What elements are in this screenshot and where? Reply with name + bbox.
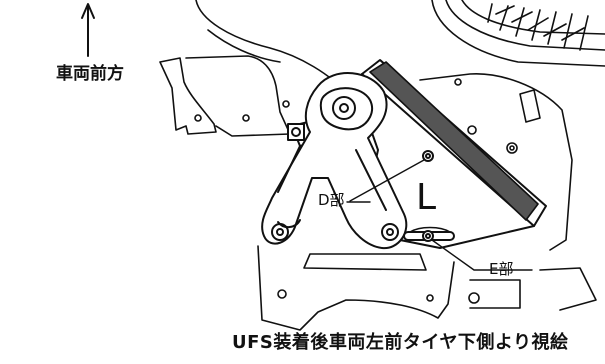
vehicle-front-label: 車両前方: [56, 64, 124, 84]
d-part-label: D部: [318, 191, 345, 209]
up-arrow-icon: [81, 3, 95, 57]
l-side-label: L: [416, 177, 437, 218]
bolt-icon: [403, 226, 455, 242]
lower-control-arm: [261, 72, 408, 250]
tire-icon: [431, 0, 605, 67]
subframe: [257, 245, 597, 331]
e-part-label: E部: [489, 260, 514, 278]
figure-caption: UFS装着後車両左前タイヤ下側より視絵: [232, 332, 569, 353]
strut-tower: [419, 73, 573, 251]
leader-lines: [346, 159, 533, 271]
